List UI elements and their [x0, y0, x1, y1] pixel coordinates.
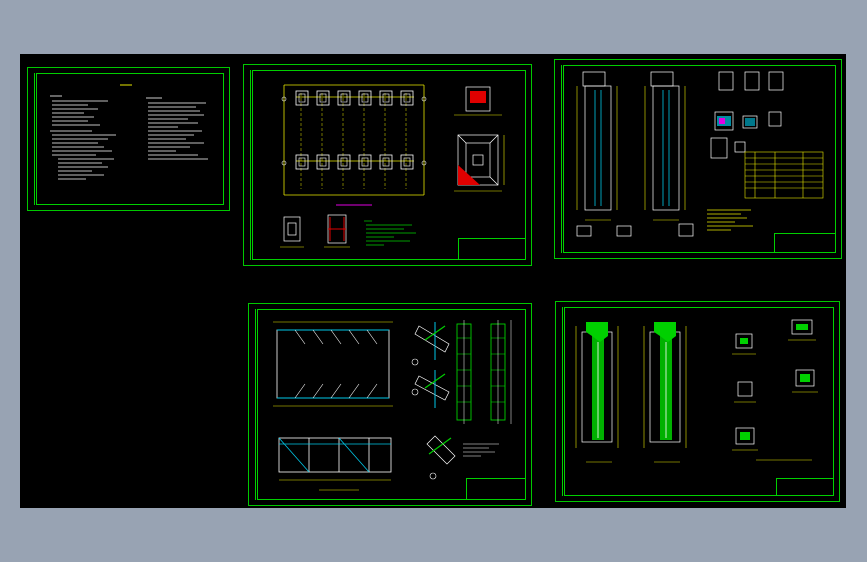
column-details-drawing [576, 71, 824, 237]
sheet-frame [564, 307, 834, 496]
cad-viewport[interactable] [20, 54, 846, 508]
sheet-column-details[interactable] [554, 59, 842, 259]
sheet-general-notes[interactable] [27, 67, 230, 211]
roof-framing-drawing [273, 320, 512, 491]
sheet-roof-framing[interactable] [248, 303, 532, 506]
foundation-plan-drawing [280, 84, 505, 248]
sheet-binding-strip [30, 73, 35, 205]
title-block [776, 478, 834, 496]
title-block [774, 233, 836, 253]
sheet-frame [252, 70, 526, 260]
column-sections-drawing [575, 319, 818, 463]
sheet-column-sections[interactable] [555, 301, 840, 502]
title-block [458, 238, 526, 260]
sheet-frame [563, 65, 836, 253]
title-block [466, 478, 526, 500]
sheet-frame [257, 309, 526, 500]
sheet-binding-strip [557, 65, 562, 253]
sheet-binding-strip [246, 70, 251, 260]
sheet-binding-strip [251, 309, 256, 500]
sheet-foundation-plan[interactable] [243, 64, 532, 266]
general-notes-text-block [50, 84, 208, 180]
sheet-frame [36, 73, 224, 205]
sheet-binding-strip [558, 307, 563, 496]
